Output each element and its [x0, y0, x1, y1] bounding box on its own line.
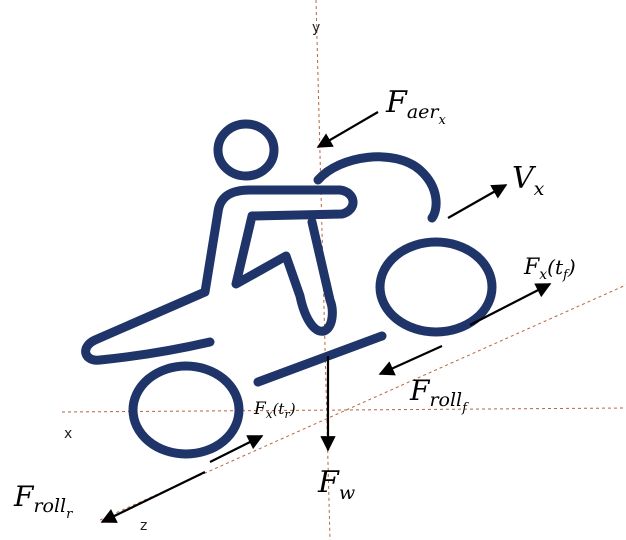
- front-traction-label: Fx(tf): [523, 255, 576, 283]
- rider-leg: [81, 207, 223, 365]
- weight-label: Fw: [317, 465, 355, 504]
- motorcycle-rider-icon: [81, 119, 497, 459]
- rider-head: [213, 119, 279, 181]
- y-axis-label: y: [312, 20, 320, 36]
- front-rolling-resistance-label: Frollf: [409, 374, 469, 416]
- front-traction-arrow: [469, 283, 552, 326]
- velocity-arrow: [447, 184, 508, 219]
- aero-force-arrow: [316, 111, 379, 148]
- rider-body: [213, 185, 358, 336]
- x-axis-line: [61, 407, 626, 413]
- x-axis-label: x: [64, 426, 72, 442]
- rear-rolling-resistance-arrow: [100, 471, 206, 523]
- velocity-label: Vx: [512, 161, 545, 200]
- rear-traction-label: Fx(tr): [253, 399, 296, 421]
- front-rolling-resistance-arrow: [378, 344, 443, 376]
- motorcycle-tank: [313, 152, 441, 223]
- z-axis-label: z: [140, 518, 147, 534]
- aero-force-label: Faerx: [385, 85, 446, 128]
- rear-traction-arrow: [209, 435, 264, 463]
- front-wheel: [375, 237, 497, 337]
- rear-wheel: [128, 361, 244, 459]
- motorcycle-frame: [253, 331, 387, 387]
- rear-rolling-resistance-label: Frollr: [13, 480, 73, 522]
